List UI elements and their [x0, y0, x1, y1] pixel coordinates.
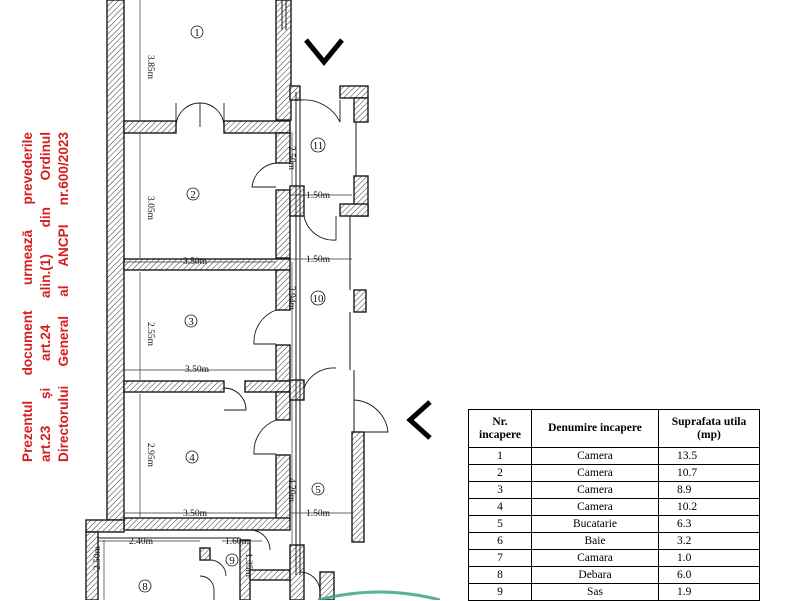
cell-room-name: Bucatarie	[531, 515, 659, 533]
header-room-name: Denumire incapere	[531, 409, 659, 448]
partition-lines	[98, 0, 357, 575]
cell-room-number: 4	[468, 498, 532, 516]
table-row: 2 Camera 10.7	[468, 464, 760, 482]
cell-room-area: 10.2	[658, 498, 760, 516]
dimension-labels: 3.85m 3.05m 2.55m 2.95m 3.50m 3.50m 3.50…	[93, 55, 331, 578]
cell-room-name: Debara	[531, 566, 659, 584]
table-header-row: Nr. incapere Denumire incapere Suprafata…	[468, 409, 760, 448]
cell-room-area: 6.0	[658, 566, 760, 584]
stamp-line: Prezentul document urmează prevederile	[20, 132, 35, 462]
dim-room5-height: 4.20m	[286, 478, 296, 503]
room-label-4: 4	[189, 452, 195, 464]
dim-room8-height: 2.50m	[93, 545, 103, 570]
dim-room9-height: 1.35m	[243, 553, 253, 578]
table-row: 7 Camara 1.0	[468, 549, 760, 567]
dim-room5-width: 1.50m	[306, 509, 331, 519]
table-row: 6 Baie 3.2	[468, 532, 760, 550]
table-row: 8 Debara 6.0	[468, 566, 760, 584]
walls	[85, 0, 369, 600]
dim-room4-height: 2.95m	[145, 443, 155, 468]
cell-room-number: 2	[468, 464, 532, 482]
dim-room10-height: 3.94m	[286, 286, 296, 311]
dim-room3-width: 3.50m	[185, 365, 210, 375]
table-row: 3 Camera 8.9	[468, 481, 760, 499]
doors	[175, 99, 389, 600]
cell-room-name: Camara	[531, 549, 659, 567]
dimension-lines	[98, 0, 352, 600]
cell-room-name: Camera	[531, 447, 659, 465]
table-row: 4 Camera 10.2	[468, 498, 760, 516]
cell-room-number: 8	[468, 566, 532, 584]
cell-room-name: Camera	[531, 464, 659, 482]
ancpi-stamp: Prezentul document urmează prevederile a…	[6, 130, 86, 465]
dim-room4-width: 3.50m	[183, 509, 208, 519]
room-labels: 1 2 3 4 5 8 9 10 11	[138, 25, 326, 593]
cell-room-area: 1.0	[658, 549, 760, 567]
cell-room-number: 6	[468, 532, 532, 550]
room-label-3: 3	[188, 316, 194, 328]
table-row: 9 Sas 1.9	[468, 583, 760, 601]
room-label-10: 10	[313, 293, 325, 305]
room-label-9: 9	[229, 555, 235, 567]
cell-room-name: Camera	[531, 481, 659, 499]
cell-room-number: 7	[468, 549, 532, 567]
cell-room-area: 13.5	[658, 447, 760, 465]
room-area-table: Nr. incapere Denumire incapere Suprafata…	[468, 409, 760, 601]
room-label-11: 11	[313, 140, 324, 152]
header-usable-area: Suprafata utila (mp)	[658, 409, 760, 448]
dim-room2-width: 3.50m	[183, 257, 208, 267]
table-row: 1 Camera 13.5	[468, 447, 760, 465]
stamp-line: Directorului General al ANCPI nr.600/202…	[56, 132, 71, 462]
cell-room-number: 3	[468, 481, 532, 499]
cell-room-area: 8.9	[658, 481, 760, 499]
room-label-2: 2	[190, 189, 196, 201]
cell-room-area: 6.3	[658, 515, 760, 533]
cell-room-area: 10.7	[658, 464, 760, 482]
room-label-5: 5	[315, 484, 321, 496]
cell-room-name: Baie	[531, 532, 659, 550]
dim-room11-width: 1.50m	[306, 191, 331, 201]
entrance-arrow-right-icon	[406, 400, 432, 440]
room-label-1: 1	[194, 27, 200, 39]
room-label-8: 8	[142, 581, 148, 593]
table-row: 5 Bucatarie 6.3	[468, 515, 760, 533]
dim-room1-height: 3.85m	[145, 55, 155, 80]
cell-room-area: 3.2	[658, 532, 760, 550]
header-room-number: Nr. incapere	[468, 409, 532, 448]
entrance-arrow-top-icon	[304, 38, 344, 66]
dim-room3-height: 2.55m	[145, 322, 155, 347]
dim-room11-height: 2.50m	[286, 146, 296, 171]
watermark-arc	[317, 590, 441, 600]
stamp-line: art.23 și art.24 alin.(1) din Ordinul	[38, 132, 53, 462]
cell-room-area: 1.9	[658, 583, 760, 601]
cell-room-name: Sas	[531, 583, 659, 601]
cell-room-number: 5	[468, 515, 532, 533]
dim-room10-width: 1.50m	[306, 255, 331, 265]
dim-room8-width: 2.40m	[129, 537, 154, 547]
dim-room9-width: 1.60m	[225, 537, 250, 547]
cell-room-name: Camera	[531, 498, 659, 516]
cell-room-number: 9	[468, 583, 532, 601]
dim-room2-height: 3.05m	[145, 196, 155, 221]
cell-room-number: 1	[468, 447, 532, 465]
